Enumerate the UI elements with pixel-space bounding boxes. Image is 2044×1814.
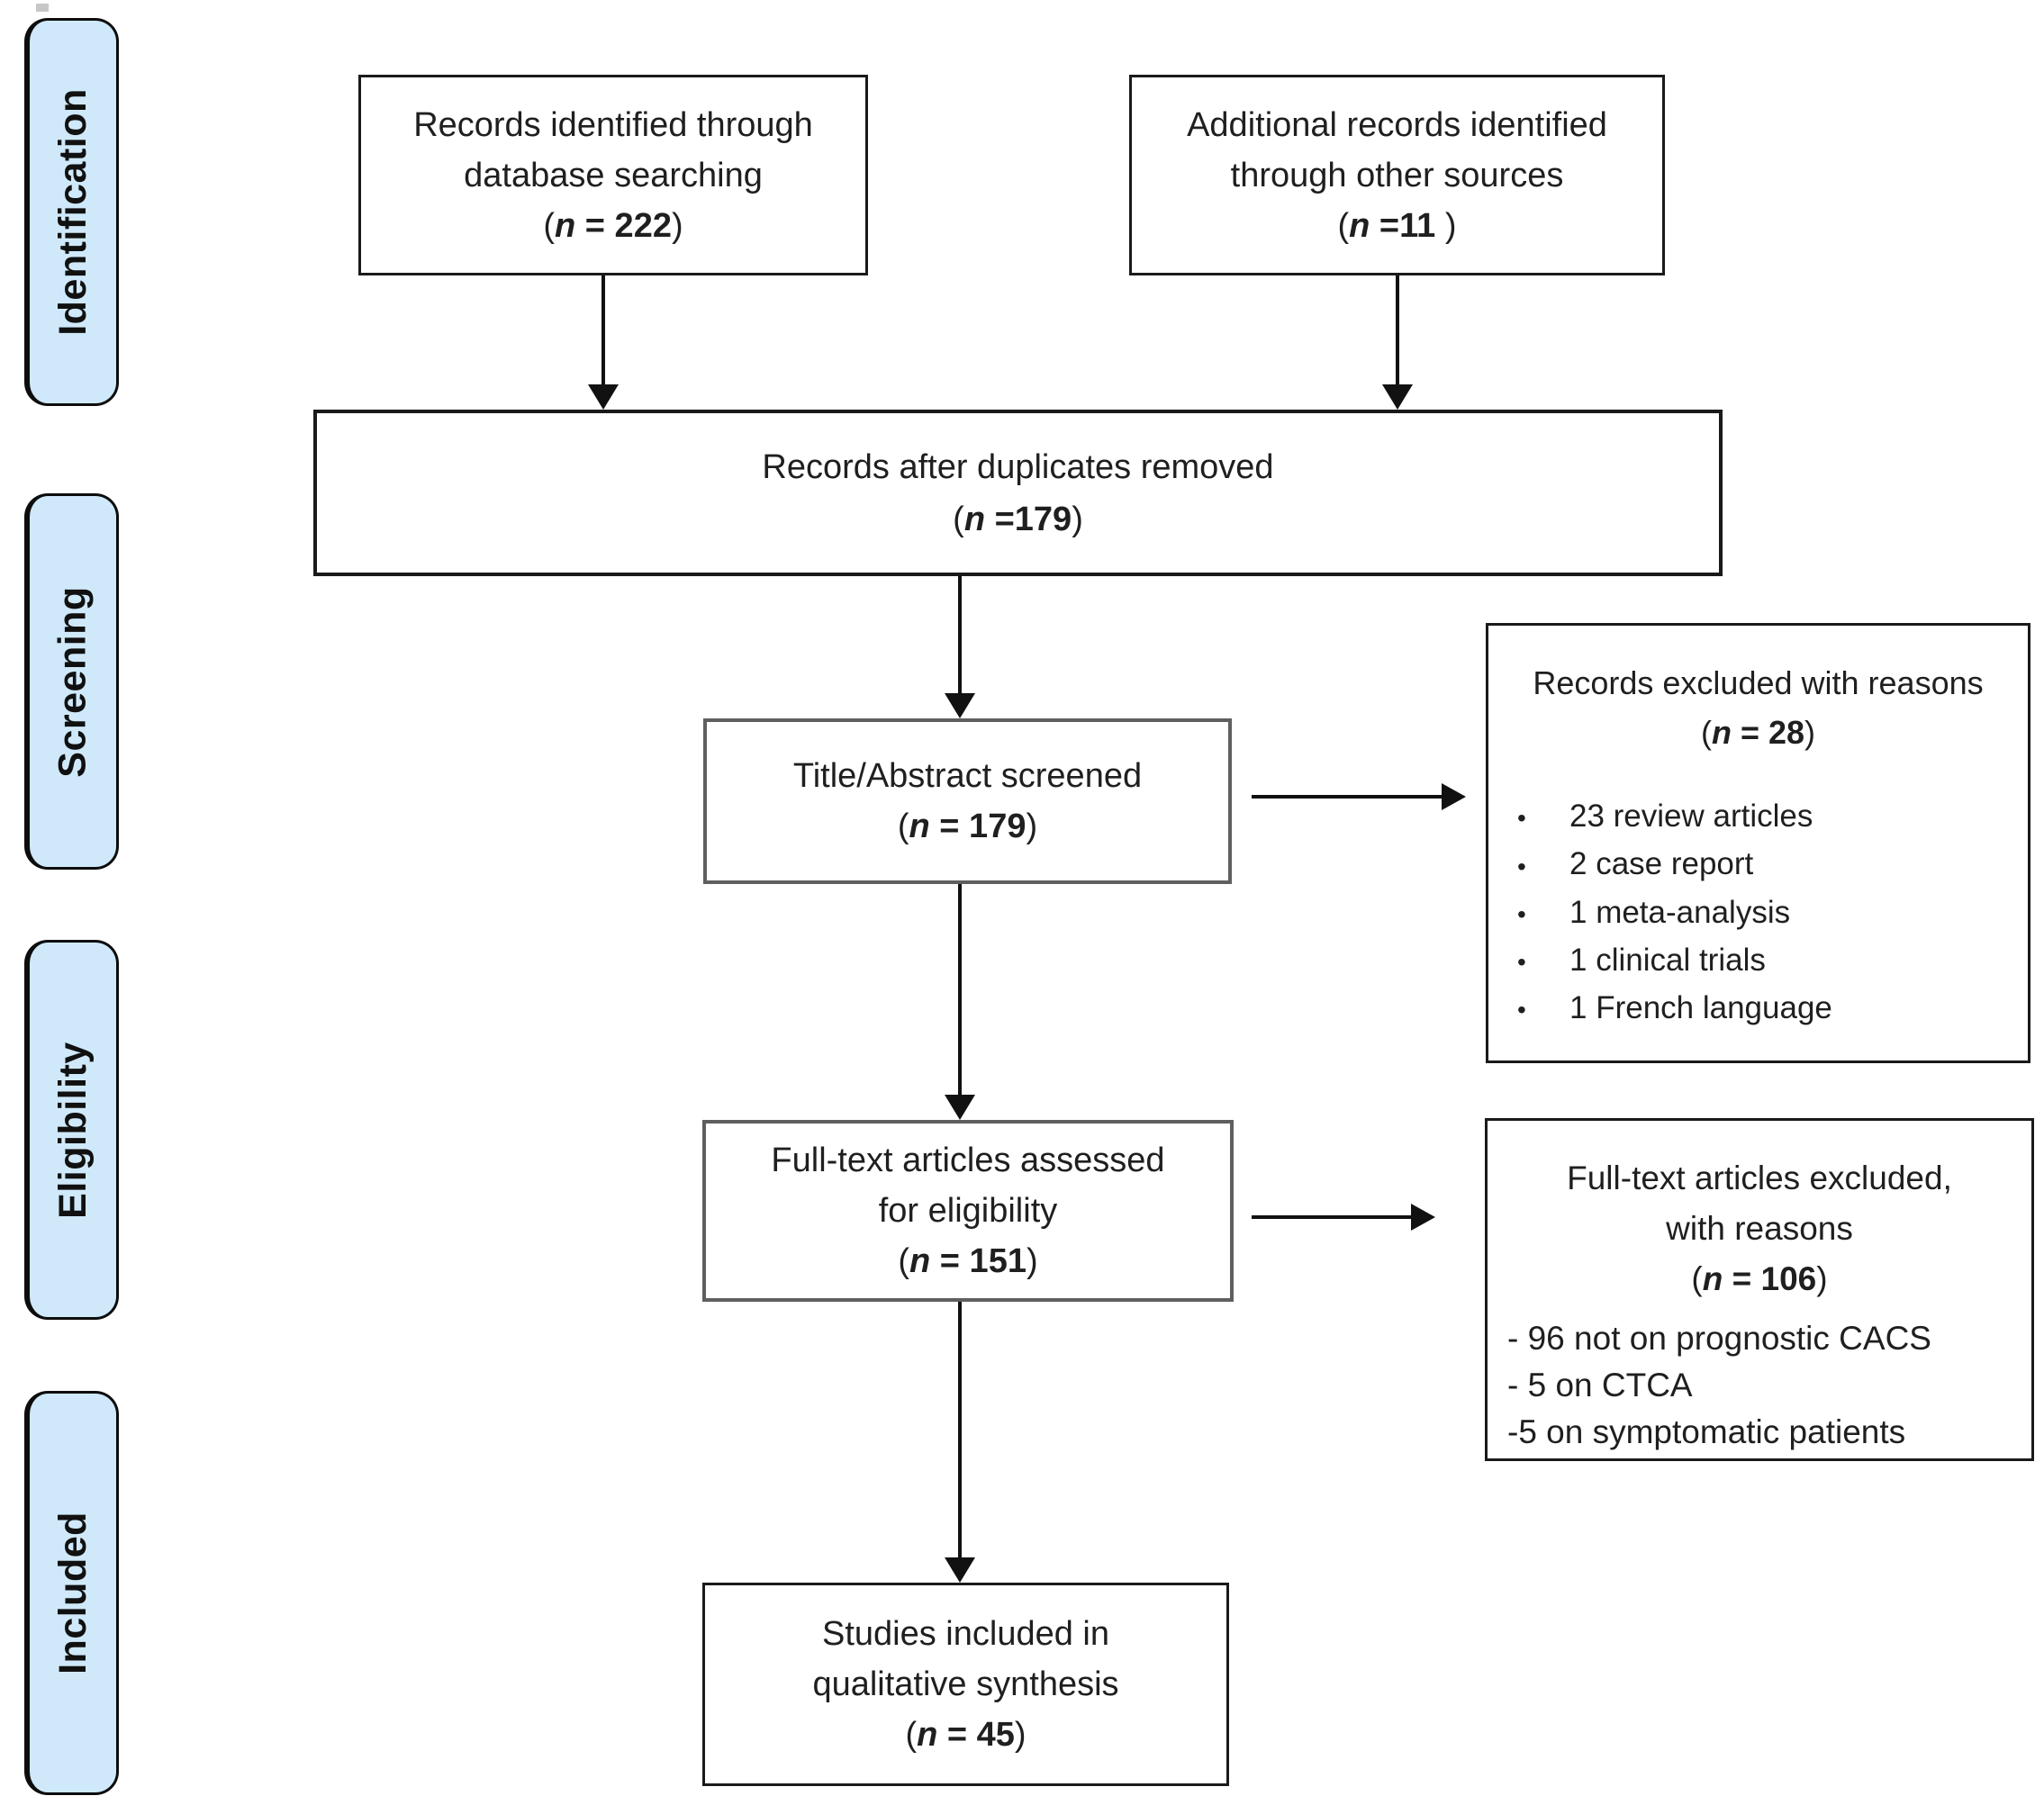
list-item: -5 on symptomatic patients — [1507, 1413, 1906, 1450]
box-records-excluded-n: (n = 28) — [1700, 714, 1816, 751]
bullet-icon: • — [1517, 852, 1526, 880]
stage-identification: Identification — [24, 18, 119, 406]
scan-artifact — [36, 4, 49, 12]
stage-screening-label: Screening — [50, 585, 95, 778]
box-studies-included-line2: qualitative synthesis — [812, 1665, 1119, 1703]
box-records-identified: Records identified through database sear… — [358, 75, 868, 275]
bullet-icon: • — [1517, 804, 1526, 833]
box-records-identified-line1: Records identified through — [413, 105, 813, 144]
box-additional-records: Additional records identified through ot… — [1129, 75, 1665, 275]
box-additional-records-n: (n =11 ) — [1337, 206, 1457, 245]
arrow-down-icon — [1382, 384, 1413, 410]
bullet-icon: • — [1517, 948, 1526, 976]
list-item: •1 French language — [1508, 985, 2028, 1033]
stage-eligibility: Eligibility — [24, 940, 119, 1320]
box-title-abstract-screened-n: (n = 179) — [897, 808, 1038, 845]
stage-included-label: Included — [50, 1512, 95, 1674]
box-studies-included: Studies included in qualitative synthesi… — [702, 1583, 1229, 1786]
box-studies-included-n: (n = 45) — [905, 1716, 1027, 1754]
stage-screening: Screening — [24, 493, 119, 870]
box-additional-records-line1: Additional records identified — [1187, 105, 1607, 144]
box-records-excluded-line1: Records excluded with reasons — [1533, 664, 1984, 701]
arrow-right-icon — [1411, 1204, 1435, 1231]
box-title-abstract-screened-line1: Title/Abstract screened — [792, 757, 1143, 795]
box-fulltext-assessed-n: (n = 151) — [898, 1242, 1038, 1280]
box-fulltext-excluded-n: (n = 106) — [1691, 1260, 1828, 1297]
list-item: •1 clinical trials — [1508, 937, 2028, 985]
box-records-identified-n: (n = 222) — [543, 206, 683, 245]
list-item: •23 review articles — [1508, 793, 2028, 841]
stage-identification-label: Identification — [50, 88, 95, 336]
list-item: - 5 on CTCA — [1507, 1367, 1693, 1403]
list-item: - 96 not on prognostic CACS — [1507, 1320, 1931, 1357]
arrow-right-icon — [1442, 783, 1466, 810]
arrow-down-icon — [588, 384, 619, 410]
box-fulltext-assessed-line2: for eligibility — [878, 1192, 1058, 1230]
box-fulltext-assessed-line1: Full-text articles assessed — [771, 1142, 1165, 1179]
box-additional-records-line2: through other sources — [1230, 156, 1564, 194]
box-fulltext-assessed: Full-text articles assessed for eligibil… — [702, 1120, 1234, 1302]
records-excluded-reason-list: •23 review articles •2 case report •1 me… — [1488, 793, 2028, 1033]
box-fulltext-excluded-line1: Full-text articles excluded, — [1567, 1160, 1952, 1196]
stage-included: Included — [24, 1391, 119, 1795]
stage-eligibility-label: Eligibility — [50, 1041, 95, 1219]
box-fulltext-excluded-line2: with reasons — [1666, 1210, 1853, 1247]
box-duplicates-removed-line1: Records after duplicates removed — [762, 447, 1274, 486]
box-records-identified-line2: database searching — [464, 156, 763, 194]
bullet-icon: • — [1517, 899, 1526, 928]
arrow-down-icon — [945, 693, 975, 718]
list-item: •2 case report — [1508, 841, 2028, 889]
box-duplicates-removed: Records after duplicates removed (n =179… — [313, 410, 1723, 576]
arrow-down-icon — [945, 1095, 975, 1120]
fulltext-excluded-reason-list: - 96 not on prognostic CACS - 5 on CTCA … — [1488, 1315, 2031, 1456]
arrow-down-icon — [945, 1557, 975, 1583]
box-records-excluded: Records excluded with reasons (n = 28) •… — [1486, 623, 2030, 1063]
box-fulltext-excluded: Full-text articles excluded, with reason… — [1485, 1118, 2034, 1461]
list-item: •1 meta-analysis — [1508, 889, 2028, 937]
box-duplicates-removed-n: (n =179) — [953, 500, 1083, 538]
box-studies-included-line1: Studies included in — [822, 1615, 1109, 1653]
box-title-abstract-screened: Title/Abstract screened (n = 179) — [703, 718, 1232, 884]
bullet-icon: • — [1517, 996, 1526, 1024]
